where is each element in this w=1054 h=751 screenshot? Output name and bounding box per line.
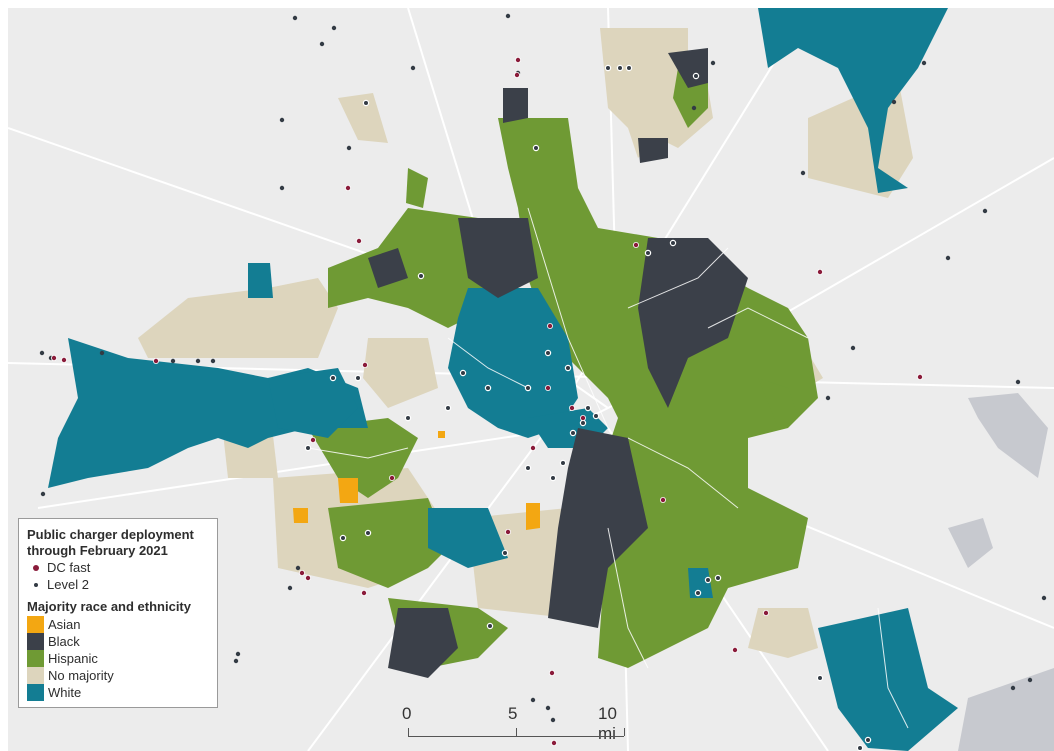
black-swatch (27, 633, 44, 650)
level2-chargers (304, 64, 872, 751)
region-asian (293, 431, 540, 530)
legend-label: White (48, 685, 82, 700)
legend-title: Public charger deployment through Februa… (27, 527, 194, 558)
legend-item-no-majority: No majority (27, 667, 207, 684)
region-white (48, 8, 958, 751)
legend-item-asian: Asian (27, 616, 207, 633)
legend-label: No majority (48, 668, 114, 683)
scale-label-0: 0 (402, 704, 412, 723)
legend-label: Hispanic (48, 651, 98, 666)
legend-item-hispanic: Hispanic (27, 650, 207, 667)
legend-item-dc-fast: DC fast (27, 559, 207, 576)
map-legend: Public charger deployment through Februa… (18, 518, 218, 708)
legend-label: Black (48, 634, 80, 649)
legend-label: Asian (48, 617, 81, 632)
legend-label: Level 2 (47, 577, 89, 592)
level2-marker-icon (34, 582, 38, 587)
dc-fast-marker-icon (33, 564, 39, 571)
scale-label-5: 5 (508, 704, 518, 723)
choropleth-map (8, 8, 1054, 751)
legend-item-white: White (27, 684, 207, 701)
scale-bar: 0 5 10 mi (398, 704, 630, 744)
scale-label-10: 10 mi (598, 704, 617, 743)
scale-tick (408, 728, 409, 736)
hispanic-swatch (27, 650, 44, 667)
legend-label: DC fast (47, 560, 91, 575)
scale-line (408, 736, 624, 737)
asian-swatch (27, 616, 44, 633)
dc-fast-chargers (51, 57, 924, 747)
scale-tick (624, 728, 625, 736)
scale-tick (516, 728, 517, 736)
tract-boundaries (307, 207, 909, 729)
white-swatch (27, 684, 44, 701)
legend-item-black: Black (27, 633, 207, 650)
no-majority-swatch (27, 667, 44, 684)
water-bodies (948, 393, 1054, 751)
legend-item-level2: Level 2 (27, 576, 207, 593)
legend-race-title: Majority race and ethnicity (27, 599, 191, 614)
